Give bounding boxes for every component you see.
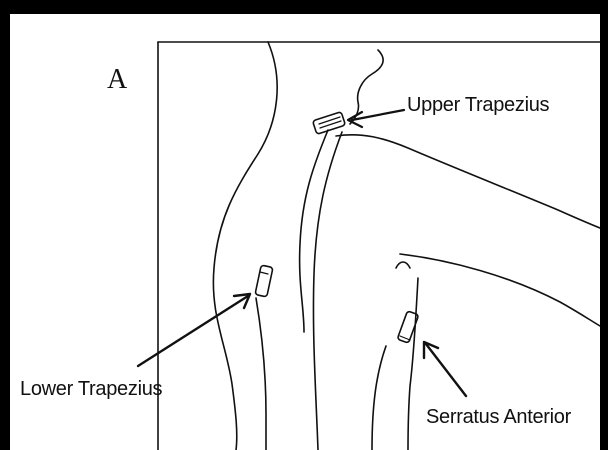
shoulder-top-contour bbox=[336, 135, 600, 228]
label-lower-trapezius: Lower Trapezius bbox=[20, 378, 162, 401]
neck-head-profile bbox=[350, 50, 383, 124]
electrode-upper-body bbox=[313, 112, 346, 135]
electrode-lower-body bbox=[255, 265, 273, 297]
label-upper-trapezius: Upper Trapezius bbox=[407, 94, 549, 117]
electrode-upper-trapezius bbox=[313, 112, 346, 135]
label-serratus-anterior: Serratus Anterior bbox=[426, 406, 571, 429]
lower-torso-contour bbox=[256, 298, 266, 450]
panel-letter: A bbox=[107, 64, 127, 96]
arrow-upper-trapezius bbox=[348, 110, 404, 127]
inner-torso-contour-line bbox=[313, 132, 342, 450]
electrode-lower-trapezius bbox=[255, 265, 273, 297]
arrow-serratus-anterior bbox=[424, 342, 466, 396]
arm-lower-contour bbox=[400, 254, 600, 326]
lateral-torso-contour bbox=[408, 278, 418, 450]
figure-canvas: A Upper Trapezius Lower Trapezius Serrat… bbox=[10, 14, 600, 450]
back-contour-line bbox=[213, 42, 277, 450]
serratus-torso-contour bbox=[372, 346, 386, 450]
axilla-curve bbox=[396, 262, 410, 268]
arrow-lower-trapezius bbox=[138, 294, 250, 366]
